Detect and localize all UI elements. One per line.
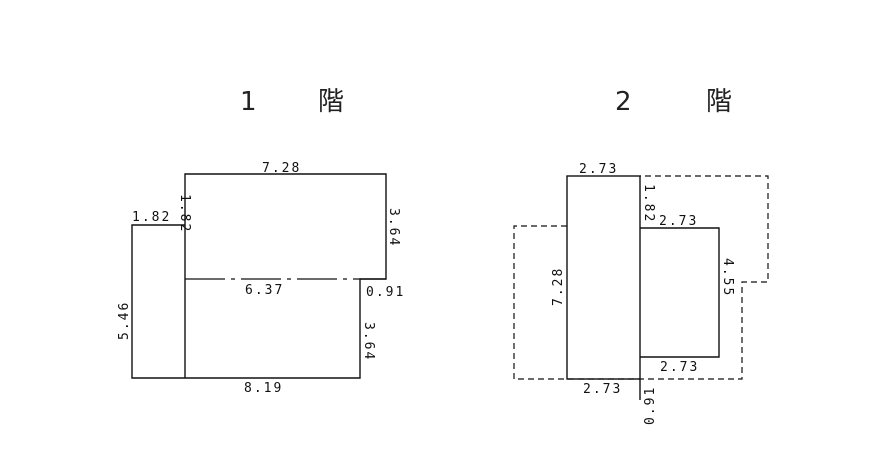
floor2-dim-top: 2.73	[579, 162, 618, 177]
floor2-dim-bottom-offset: 0.91	[643, 386, 658, 425]
floor1-dim-middle: 6.37	[245, 283, 284, 298]
floor2-dim-wing-bottom: 2.73	[660, 360, 699, 375]
floor1-dim-left-ledge: 1.82	[132, 210, 171, 225]
floor2-dim-wing-right: 4.55	[720, 258, 735, 297]
floor1-number: 1	[240, 87, 257, 117]
floor2-dim-bottom: 2.73	[583, 382, 622, 397]
floor2-plan: 2.73 1.82 2.73 7.28 4.55 2.73 2.73 0.91	[513, 162, 769, 425]
floor1-dim-right-upper: 3.64	[386, 208, 401, 247]
floor2-label: 階	[706, 87, 732, 117]
floor1-dim-left-upper: 1.82	[177, 194, 192, 233]
floor2-dim-left: 7.28	[551, 267, 566, 306]
floor1-dim-bottom: 8.19	[244, 381, 283, 396]
floor1-plan: 7.28 1.82 1.82 3.64 6.37 0.91 5.46 3.64 …	[117, 161, 405, 396]
floor1-dim-step: 0.91	[366, 285, 405, 300]
floor1-dim-right-lower: 3.64	[361, 322, 376, 361]
floor2-main-block	[566, 175, 641, 380]
floor2-wing	[640, 227, 720, 358]
floor1-dim-top: 7.28	[262, 161, 301, 176]
floor2-number: 2	[615, 87, 632, 117]
floor1-outline	[131, 173, 387, 379]
floor2-lower-footprint	[513, 175, 769, 380]
floor2-dim-wing-top: 2.73	[659, 214, 698, 229]
floor1-label: 階	[318, 87, 344, 117]
floor2-dim-right-upper: 1.82	[641, 184, 656, 223]
floor1-dim-left: 5.46	[117, 301, 132, 340]
